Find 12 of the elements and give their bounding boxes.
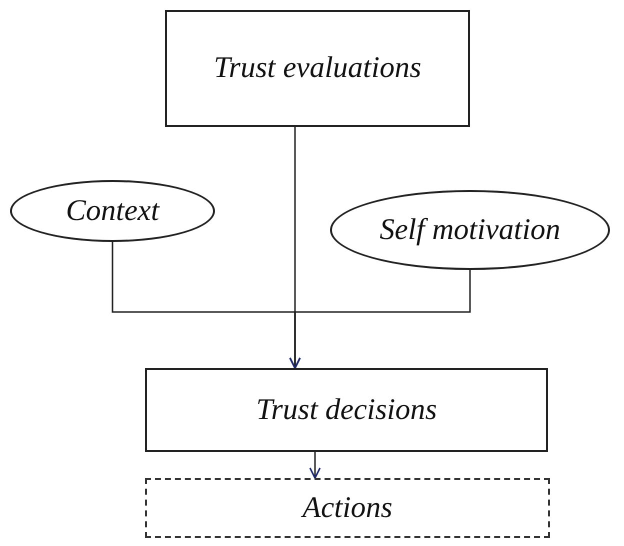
node-label: Trust decisions xyxy=(256,392,437,428)
process-box xyxy=(145,368,548,452)
arrow xyxy=(309,452,321,479)
arrow xyxy=(289,270,471,369)
ellipse-node xyxy=(10,180,215,242)
ellipse-node xyxy=(330,190,610,270)
node-label: Actions xyxy=(302,490,392,526)
node-label: Context xyxy=(66,194,160,228)
node-label: Trust evaluations xyxy=(214,51,422,86)
dashed-box xyxy=(145,478,550,538)
process-box xyxy=(165,10,470,127)
node-label: Self motivation xyxy=(380,212,560,248)
